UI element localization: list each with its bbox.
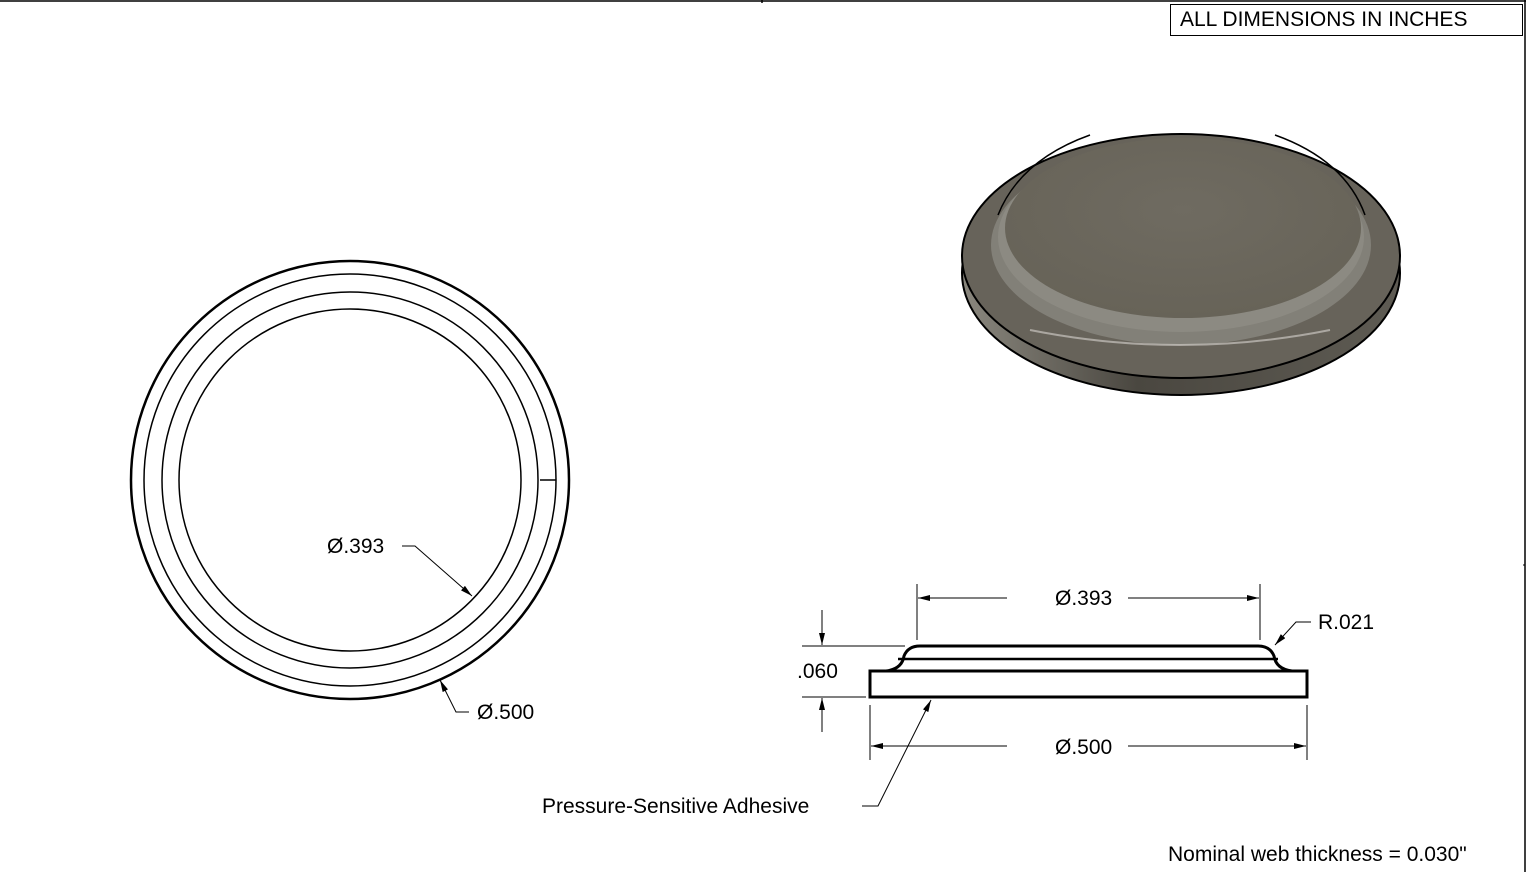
top-view xyxy=(129,259,571,713)
side-bottom-diameter-label: Ø.500 xyxy=(1055,736,1113,759)
top-inner-diameter-label: Ø.393 xyxy=(327,535,385,558)
isometric-render xyxy=(961,133,1401,396)
side-view xyxy=(802,584,1311,807)
side-top-diameter-label: Ø.393 xyxy=(1055,587,1113,610)
height-label: .060 xyxy=(797,660,838,683)
thickness-note: Nominal web thickness = 0.030" xyxy=(1168,843,1467,866)
top-outer-diameter-label: Ø.500 xyxy=(477,701,535,724)
radius-label: R.021 xyxy=(1318,611,1375,634)
adhesive-label: Pressure-Sensitive Adhesive xyxy=(542,795,810,818)
units-note: ALL DIMENSIONS IN INCHES xyxy=(1170,4,1523,36)
